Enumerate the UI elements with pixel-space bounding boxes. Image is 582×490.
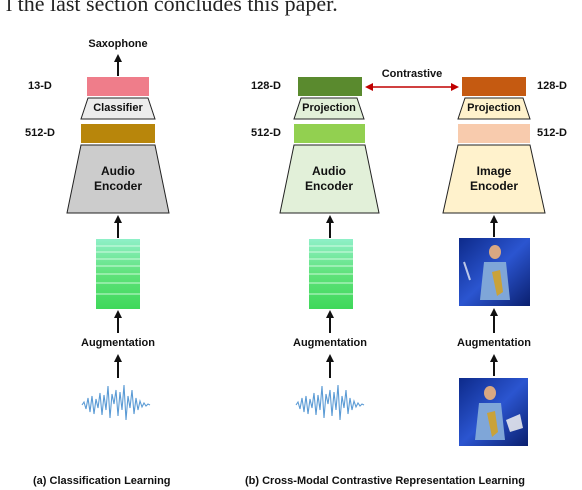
- panel-b-image: [442, 77, 546, 446]
- raw-photo: [459, 378, 528, 446]
- panel-b-audio-dim-512d: 512-D: [251, 127, 281, 139]
- panel-a-dim-13d: 13-D: [28, 80, 52, 92]
- panel-b-image-dim-128d: 128-D: [537, 80, 567, 92]
- spectrogram-image: [96, 239, 140, 309]
- classifier-label: Classifier: [93, 102, 143, 114]
- panel-a: [66, 54, 170, 421]
- panel-b-audio-dim-128d: 128-D: [251, 80, 281, 92]
- audio-projection-label: Projection: [302, 102, 356, 114]
- panel-b-image-dim-512d: 512-D: [537, 127, 567, 139]
- image-encoder-block: [442, 144, 546, 214]
- audio-encoder-label: Audio Encoder: [93, 164, 142, 193]
- panel-a-dim-512d: 512-D: [25, 127, 55, 139]
- panel-b-image-augmentation-label: Augmentation: [457, 337, 531, 349]
- audio-waveform: [81, 384, 151, 421]
- audio-b-spectrogram-image: [309, 239, 353, 309]
- panel-b-audio-augmentation-label: Augmentation: [293, 337, 367, 349]
- audio-encoder-b-label: Audio Encoder: [304, 164, 353, 193]
- panel-b-audio: [279, 77, 380, 421]
- classifier-block: [80, 97, 156, 120]
- augmented-photo: [459, 238, 530, 306]
- image-output-vector-box: [462, 77, 526, 96]
- audio-encoder-b-block: [279, 144, 380, 214]
- image-feature-vector-box: [458, 124, 530, 143]
- output-vector-box: [87, 77, 149, 96]
- header-text: l the last section concludes this paper.: [6, 0, 338, 16]
- audio-encoder-block: [66, 144, 170, 214]
- image-encoder-label: Image Encoder: [469, 164, 518, 193]
- output-label-saxophone: Saxophone: [88, 38, 148, 50]
- panel-a-caption: (a) Classification Learning: [33, 475, 171, 487]
- feature-vector-box: [81, 124, 155, 143]
- audio-projection-block: [293, 97, 365, 120]
- panel-b-caption: (b) Cross-Modal Contrastive Representati…: [245, 475, 525, 487]
- audio-feature-vector-box: [294, 124, 365, 143]
- panel-a-augmentation-label: Augmentation: [81, 337, 155, 349]
- contrastive-label: Contrastive: [381, 68, 443, 80]
- audio-output-vector-box: [298, 77, 362, 96]
- image-projection-label: Projection: [467, 102, 521, 114]
- image-projection-block: [457, 97, 531, 120]
- audio-b-waveform: [295, 384, 365, 421]
